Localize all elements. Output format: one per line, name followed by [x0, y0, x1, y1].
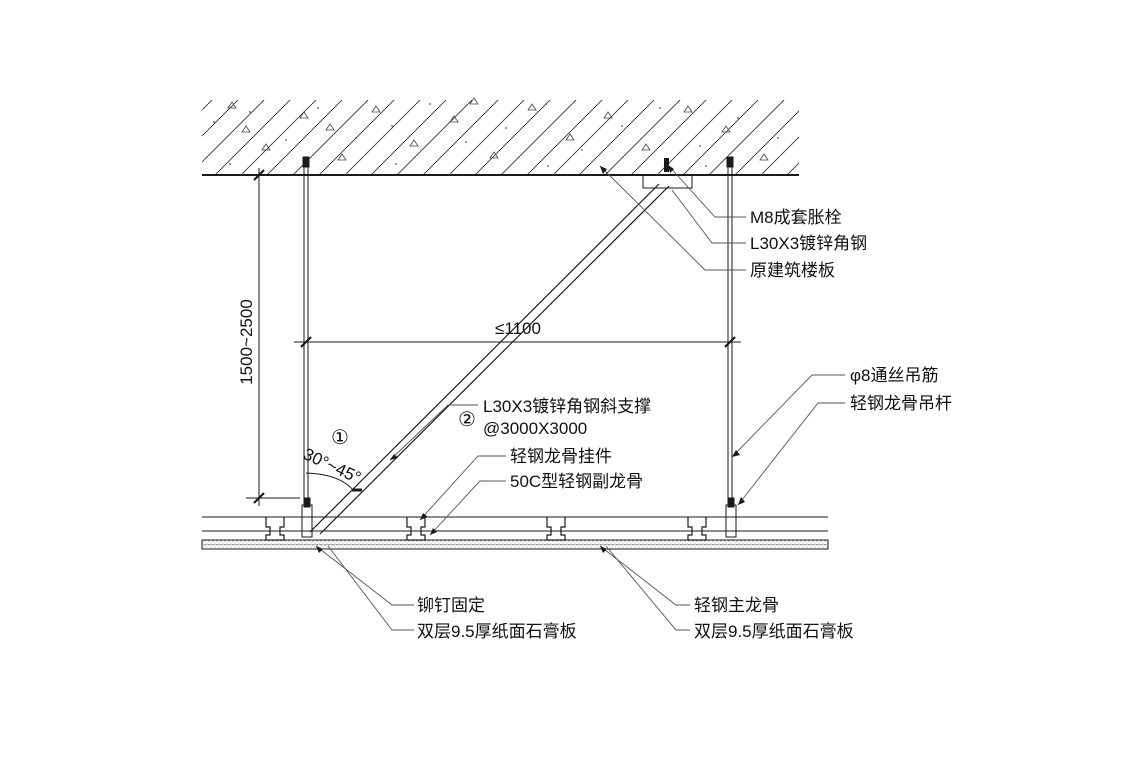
horizontal-dimension: [294, 336, 741, 348]
concrete-aggregate-marks: [227, 97, 769, 161]
label-floor-slab: 原建筑楼板: [750, 261, 835, 280]
concrete-floor-slab: [202, 97, 799, 176]
angle-arc: [305, 472, 355, 492]
label-brace-line1: L30X3镀锌角钢斜支撑: [483, 397, 651, 416]
diagonal-brace: [309, 183, 670, 535]
secondary-keel-3: [546, 517, 566, 541]
label-rivet: 铆钉固定: [417, 596, 485, 615]
gypsum-board-double-layer: [201, 539, 829, 550]
keel-hanger-clip-right: [725, 497, 737, 538]
hanger-rod-left: [302, 156, 310, 505]
leader-arrowheads: [316, 165, 745, 553]
hanger-rod-right: [726, 156, 734, 505]
secondary-keel-profiles: [265, 517, 707, 541]
label-gypsum-left: 双层9.5厚纸面石膏板: [417, 621, 577, 641]
vertical-dimension: [246, 168, 300, 506]
label-angle-steel: L30X3镀锌角钢: [750, 234, 867, 253]
label-secondary-keel: 50C型轻钢副龙骨: [510, 472, 643, 491]
secondary-keel-2: [406, 517, 426, 541]
label-keel-hanger: 轻钢龙骨吊杆: [850, 394, 952, 413]
main-keel: [202, 516, 828, 532]
label-gypsum-right: 双层9.5厚纸面石膏板: [694, 621, 854, 641]
marker-1: ①: [331, 427, 349, 449]
label-main-keel: 轻钢主龙骨: [694, 596, 779, 615]
label-hanger-rod: φ8通丝吊筋: [850, 366, 938, 385]
label-anchor-bolt: M8成套胀栓: [750, 208, 842, 227]
label-keel-clip: 轻钢龙骨挂件: [510, 447, 612, 466]
keel-hanger-clip-left: [301, 497, 313, 538]
angle-dimension: 30°~45°: [300, 444, 364, 487]
span-dimension: ≤1100: [495, 319, 541, 338]
marker-2: ②: [458, 409, 476, 431]
label-brace-line2: @3000X3000: [483, 419, 587, 438]
height-range-dimension: 1500~2500: [237, 299, 256, 385]
secondary-keel-1: [265, 517, 285, 541]
secondary-keel-4: [687, 517, 707, 541]
leader-lines: [315, 164, 845, 631]
